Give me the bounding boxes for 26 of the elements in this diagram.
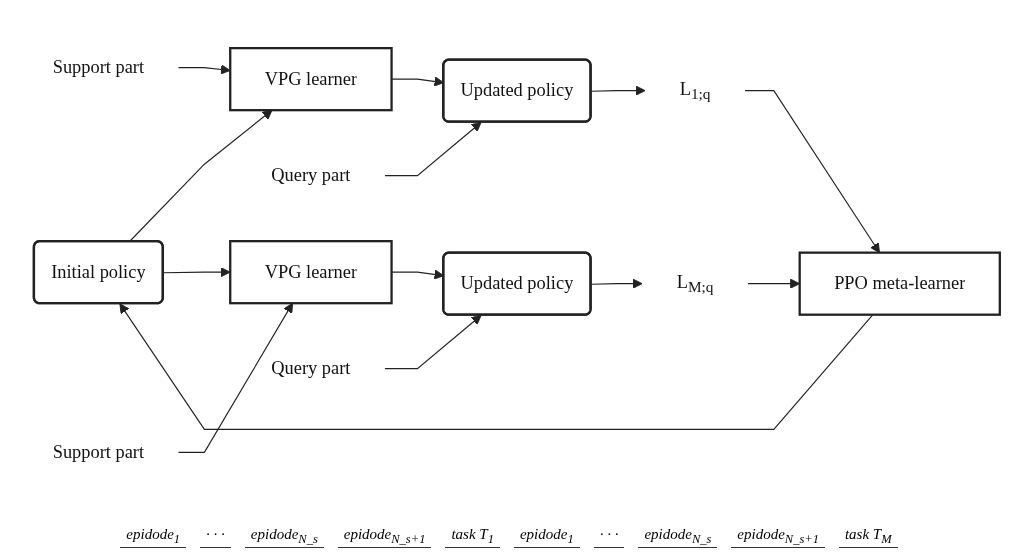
episode-label: · · · xyxy=(200,526,231,548)
node-text: Support part xyxy=(52,57,145,77)
episode-label: epidode$_{N_s}$ xyxy=(638,526,718,548)
episode-label: epidode$_{1}$ xyxy=(513,526,580,548)
node-text: Query part xyxy=(271,165,351,185)
episode-label: task T$_{1}$ xyxy=(445,526,500,548)
node-text: Query part xyxy=(271,358,351,378)
arrow xyxy=(162,267,231,278)
episode-label: epidode$_{N_s+1}$ xyxy=(731,526,825,548)
arrow xyxy=(384,121,482,177)
arrow xyxy=(119,303,874,430)
node-box: VPG learner xyxy=(229,47,393,112)
node-text: Support part xyxy=(52,441,145,462)
arrow xyxy=(177,64,231,75)
node-box: PPO meta-learner xyxy=(798,251,1001,316)
episode-label: epidode$_{1}$ xyxy=(120,526,187,548)
arrow xyxy=(590,85,646,96)
arrow xyxy=(590,278,643,289)
episode-label: epidode$_{N_s}$ xyxy=(244,526,324,548)
episode-label: epidode$_{N_s+1}$ xyxy=(337,526,432,548)
node-box: VPG learner xyxy=(229,240,393,305)
episode-label: task T$_{M}$ xyxy=(838,526,898,548)
node-text: L$_{M;q}$ xyxy=(676,271,714,296)
episode-label: · · · xyxy=(593,526,625,548)
arrow xyxy=(384,314,482,370)
node-text: L$_{1;q}$ xyxy=(679,78,711,103)
